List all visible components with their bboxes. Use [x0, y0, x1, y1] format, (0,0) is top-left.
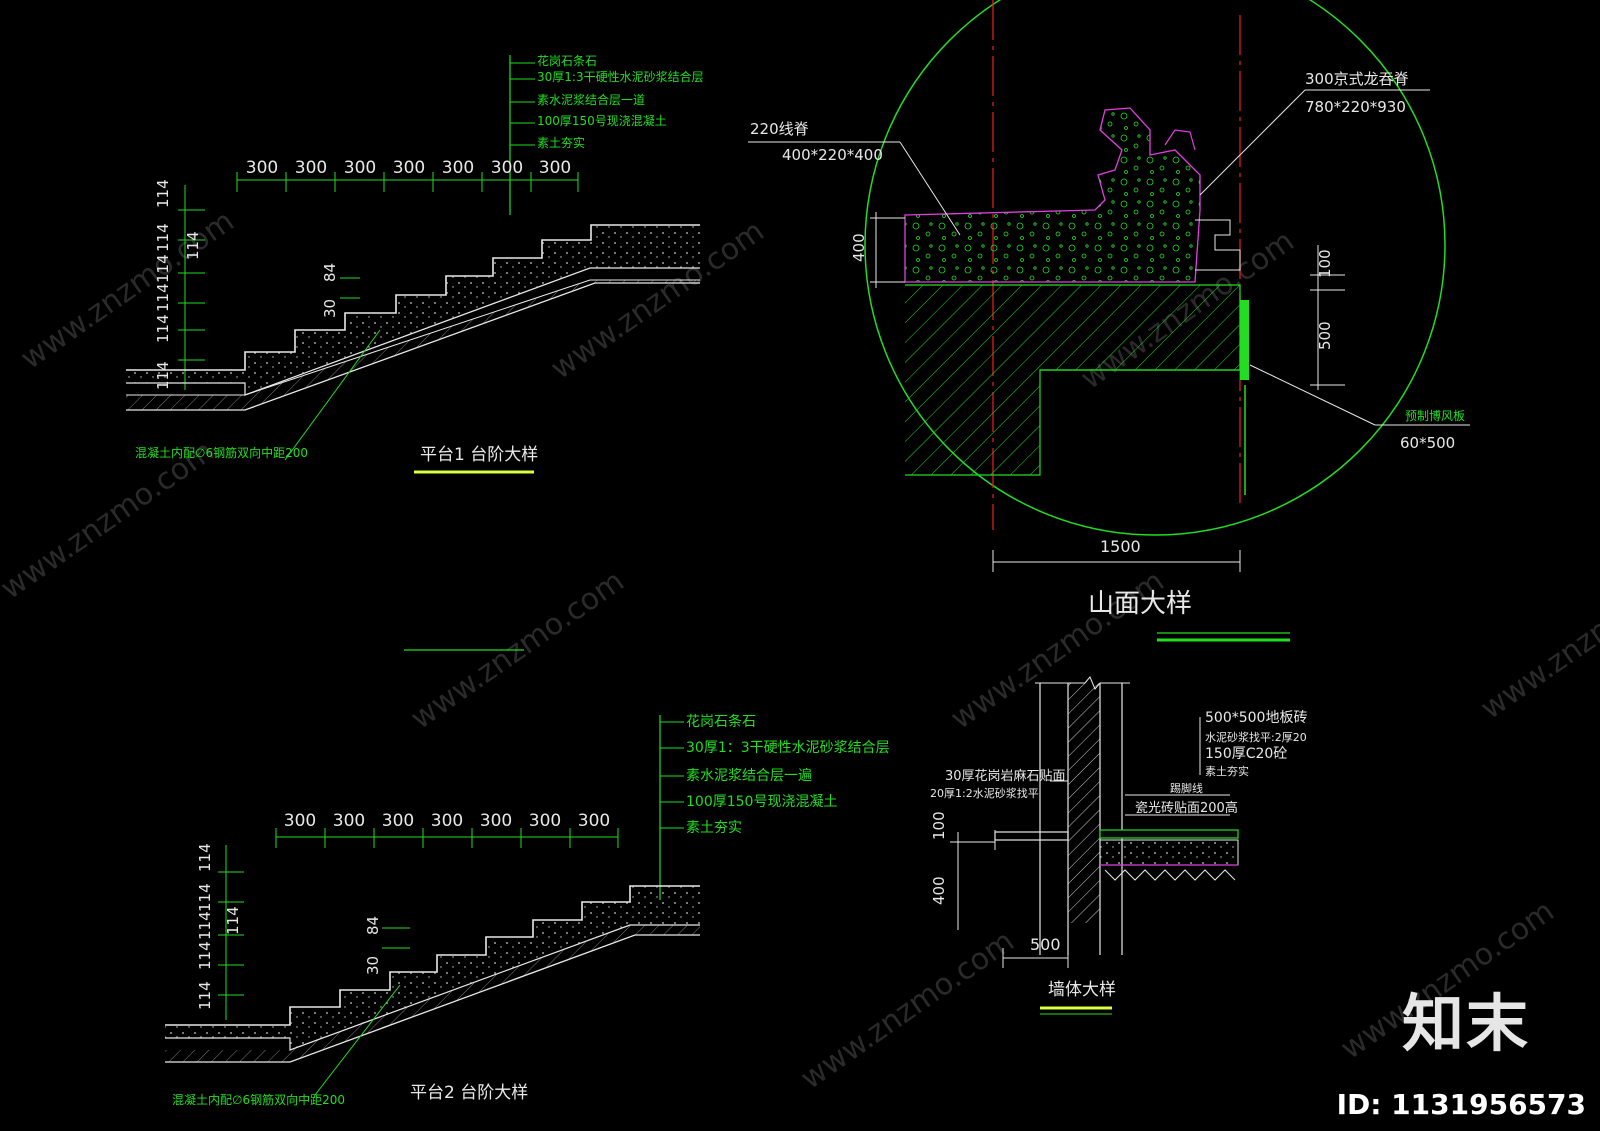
stair1-title: 平台1 台阶大样	[420, 445, 538, 465]
dimension-100: 100	[1316, 249, 1334, 278]
layer-label: 素土夯实	[537, 135, 585, 150]
dimension-84: 84	[321, 263, 339, 282]
wall-detail: 500*500地板砖 水泥砂浆找平:2厚20 150厚C20砼 素土夯实 踢脚线…	[930, 676, 1307, 1015]
brand-logo: 知末	[1401, 987, 1530, 1060]
tread-dimension: 300	[246, 158, 278, 178]
dimension-30: 30	[364, 956, 382, 975]
riser-dimension: 114	[184, 231, 202, 260]
image-id: ID: 1131956573	[1336, 1088, 1586, 1121]
layer-label: 花岗石条石	[537, 53, 597, 68]
tread-dimension: 300	[393, 158, 425, 178]
layer-label: 素水泥浆结合层一遍	[686, 768, 812, 784]
line-ridge-label: 220线脊	[750, 120, 809, 138]
wall-layer-label: 500*500地板砖	[1205, 710, 1307, 726]
layer-label: 花岗石条石	[686, 713, 756, 730]
riser-dimension: 114	[154, 283, 172, 312]
layer-label: 100厚150号现浇混凝土	[686, 794, 837, 810]
riser-dimension: 114	[196, 981, 214, 1010]
wall-layer-label: 水泥砂浆找平:2厚20	[1205, 730, 1307, 744]
gable-title: 山面大样	[1088, 589, 1192, 619]
riser-dimension: 114	[154, 314, 172, 343]
wall-title: 墙体大样	[1048, 980, 1116, 1000]
gable-detail: 400 100 500 1500 300京式龙吞脊 780*220*930 22…	[748, 0, 1470, 642]
stair2-title: 平台2 台阶大样	[410, 1083, 528, 1103]
skirting-detail: 瓷光砖贴面200高	[1135, 800, 1238, 816]
dimension-500: 500	[1316, 321, 1334, 350]
riser-dimension: 114	[196, 883, 214, 912]
tread-dimension: 300	[539, 158, 571, 178]
ridge-label: 300京式龙吞脊	[1305, 70, 1409, 88]
watermark-text: www.znzmo.com	[1475, 554, 1600, 727]
riser-dimension: 114	[224, 906, 242, 935]
tread-dimension: 300	[344, 158, 376, 178]
watermark-text: www.znzmo.com	[795, 924, 1021, 1097]
wall-left-label: 20厚1:2水泥砂浆找平	[930, 786, 1039, 800]
tread-dimension: 300	[578, 811, 610, 831]
tread-dimension: 300	[480, 811, 512, 831]
layer-label: 素土夯实	[686, 820, 742, 836]
tread-dimension: 300	[529, 811, 561, 831]
dimension-30: 30	[321, 299, 339, 318]
wall-layer-label: 150厚C20砼	[1205, 746, 1287, 762]
dimension-1500: 1500	[1100, 537, 1141, 556]
layer-label: 100厚150号现浇混凝土	[537, 113, 667, 128]
rebar-note: 混凝土内配∅6钢筋双向中距200	[135, 445, 308, 460]
tread-dimension: 300	[295, 158, 327, 178]
ridge-size: 780*220*930	[1305, 98, 1406, 116]
riser-dimension: 114	[196, 911, 214, 940]
riser-dimension: 114	[154, 223, 172, 252]
riser-dimension: 114	[154, 254, 172, 283]
board-label: 预制博风板	[1405, 408, 1465, 423]
dimension-84: 84	[364, 916, 382, 935]
riser-dimension: 114	[196, 843, 214, 872]
wall-left-label: 30厚花岗岩麻石贴面	[945, 768, 1066, 784]
skirting-label: 踢脚线	[1170, 781, 1203, 795]
stair-detail-1: 花岗石条石 30厚1:3干硬性水泥砂浆结合层 素水泥浆结合层一道 100厚150…	[126, 53, 704, 651]
tread-dimension: 300	[333, 811, 365, 831]
line-ridge-size: 400*220*400	[782, 146, 883, 164]
tread-dimension: 300	[491, 158, 523, 178]
layer-label: 30厚1:3干硬性水泥砂浆结合层	[537, 69, 704, 84]
stair-detail-2: 花岗石条石 30厚1：3干硬性水泥砂浆结合层 素水泥浆结合层一遍 100厚150…	[165, 713, 890, 1107]
riser-dimension: 114	[154, 179, 172, 208]
tread-dimension: 300	[442, 158, 474, 178]
watermark-layer: www.znzmo.com www.znzmo.com www.znzmo.co…	[0, 204, 1600, 1097]
tread-dimension: 300	[284, 811, 316, 831]
layer-label: 素水泥浆结合层一道	[537, 92, 645, 107]
dimension-400: 400	[930, 876, 948, 905]
dimension-100: 100	[930, 811, 948, 840]
wall-layer-label: 素土夯实	[1205, 764, 1249, 778]
dimension-500: 500	[1030, 935, 1061, 954]
layer-label: 30厚1：3干硬性水泥砂浆结合层	[686, 740, 890, 756]
riser-dimension: 114	[196, 941, 214, 970]
rebar-note: 混凝土内配∅6钢筋双向中距200	[172, 1092, 345, 1107]
dimension-400: 400	[850, 233, 868, 262]
watermark-text: www.znzmo.com	[15, 204, 241, 377]
board-size: 60*500	[1400, 434, 1455, 452]
tread-dimension: 300	[431, 811, 463, 831]
tread-dimension: 300	[382, 811, 414, 831]
